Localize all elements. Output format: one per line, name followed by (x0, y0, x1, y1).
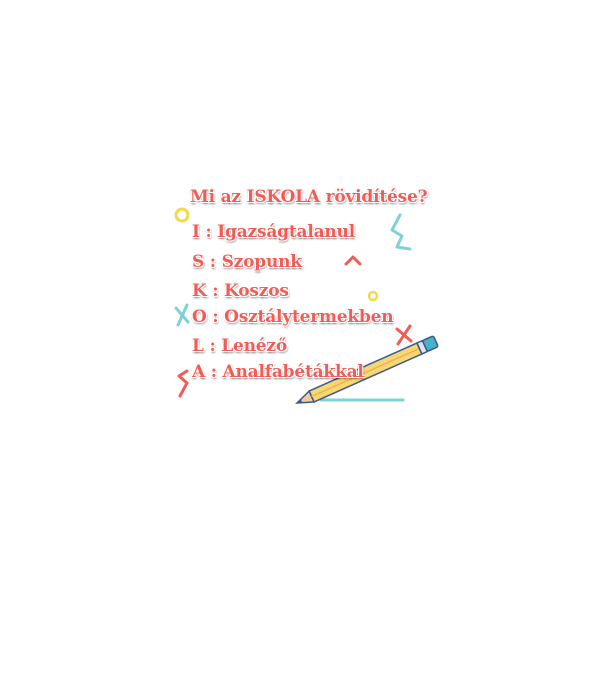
line-a: A : Analfabétákkal (192, 362, 364, 382)
line-i: I : Igazságtalanul (192, 222, 355, 242)
circle-icon (174, 207, 190, 223)
x-mark-icon (395, 324, 413, 346)
caret-icon (344, 255, 362, 266)
line-o: O : Osztálytermekben (192, 307, 394, 327)
pencil-icon (295, 335, 439, 404)
line-l: L : Lenéző (192, 336, 288, 356)
line-s: S : Szopunk (192, 252, 302, 272)
line-k: K : Koszos (192, 281, 289, 301)
zigzag-icon (390, 213, 412, 251)
x-mark-icon (174, 303, 190, 327)
zigzag-icon (177, 369, 189, 398)
title-text: Mi az ISKOLA rövidítése? (190, 187, 428, 207)
circle-icon (367, 290, 379, 302)
